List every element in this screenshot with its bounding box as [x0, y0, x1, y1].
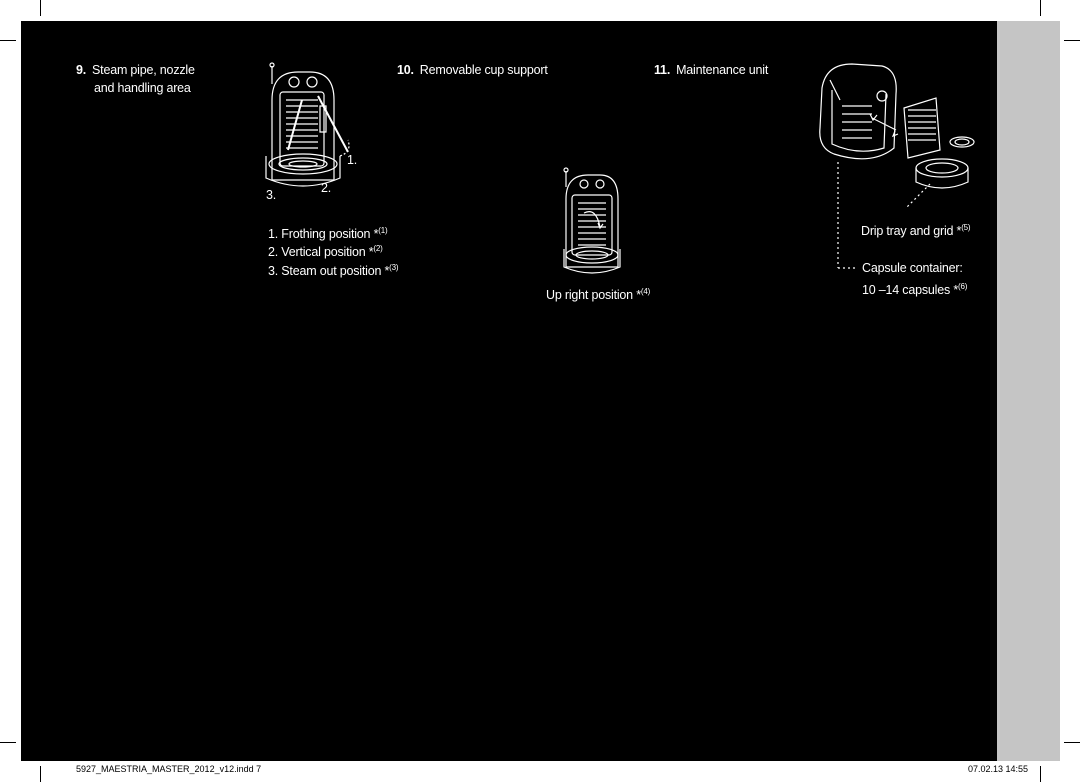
- footer-filename: 5927_MAESTRIA_MASTER_2012_v12.indd 7: [76, 764, 262, 774]
- side-color-strip: [997, 21, 1060, 761]
- section-11-number: 11.: [654, 63, 671, 77]
- crop-mark: [1040, 0, 1041, 16]
- section-9-title-line1: Steam pipe, nozzle: [92, 63, 195, 77]
- section-11-heading: 11. Maintenance unit: [654, 62, 768, 79]
- crop-mark: [1064, 742, 1080, 743]
- maintenance-unit-illustration: [812, 58, 977, 273]
- position-1-label: 1. Frothing position *(1): [268, 226, 388, 242]
- section-10-heading: 10. Removable cup support: [397, 62, 548, 79]
- capsule-container-line1: Capsule container:: [862, 261, 963, 275]
- position-3-label: 3. Steam out position *(3): [268, 263, 399, 279]
- crop-mark: [1040, 766, 1041, 782]
- section-10-title: Removable cup support: [419, 63, 548, 77]
- crop-mark: [40, 0, 41, 16]
- section-11-title: Maintenance unit: [676, 63, 769, 77]
- drip-tray-label: Drip tray and grid *(5): [861, 223, 971, 239]
- crop-mark: [40, 766, 41, 782]
- section-9-number: 9.: [76, 63, 87, 77]
- callout-2: 2.: [321, 181, 332, 195]
- section-9-title-line2: and handling area: [94, 81, 191, 95]
- callout-3: 3.: [266, 188, 277, 202]
- crop-mark: [1064, 40, 1080, 41]
- section-9-heading: 9. Steam pipe, nozzle: [76, 62, 195, 79]
- position-2-label: 2. Vertical position *(2): [268, 244, 383, 260]
- crop-mark: [0, 742, 16, 743]
- callout-1: 1.: [347, 153, 358, 167]
- steam-pipe-machine-illustration: [258, 60, 358, 195]
- capsule-container-line2: 10 –14 capsules *(6): [862, 282, 968, 298]
- page-background: [21, 21, 997, 761]
- footer-date: 07.02.13 14:55: [968, 764, 1029, 774]
- cup-support-machine-illustration: [556, 167, 636, 282]
- crop-mark: [0, 40, 16, 41]
- section-10-number: 10.: [397, 63, 414, 77]
- upright-position-label: Up right position *(4): [546, 287, 651, 303]
